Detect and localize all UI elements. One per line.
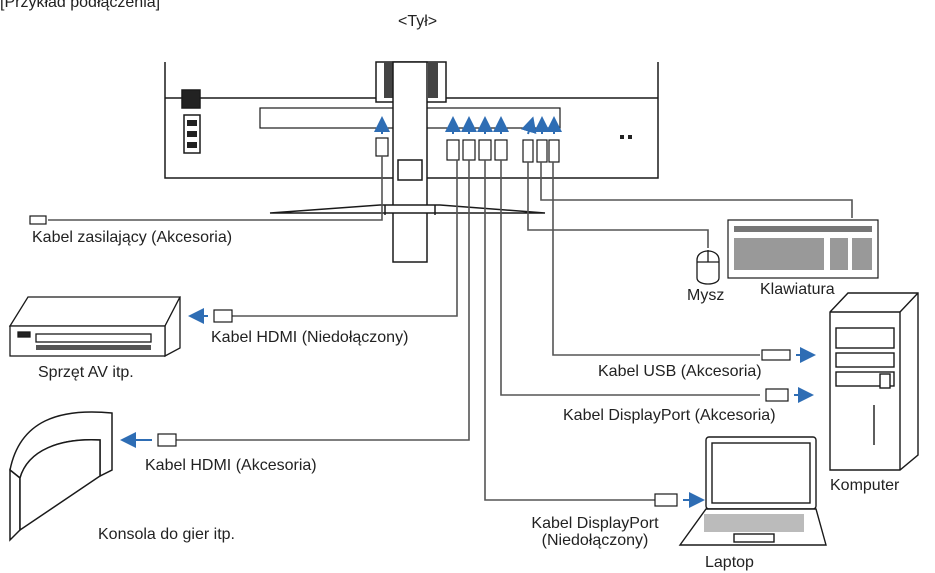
computer-label: Komputer	[830, 477, 900, 494]
computer-tower	[829, 292, 919, 471]
mouse-label: Mysz	[687, 287, 725, 304]
view-label: <Tył>	[398, 13, 438, 30]
displayport-not-included-label-line1: Kabel DisplayPort	[531, 515, 659, 532]
hdmi-not-included-label: Kabel HDMI (Niedołączony)	[211, 329, 409, 346]
displayport-not-included-label-line2: (Niedołączony)	[541, 532, 649, 549]
monitor-rear	[164, 61, 659, 263]
direction-arrows	[120, 308, 816, 508]
laptop-label: Laptop	[705, 554, 754, 571]
cable-plugs	[29, 215, 791, 507]
keyboard-label: Klawiatura	[760, 281, 835, 298]
monitor-ports	[375, 137, 560, 163]
port-arrows	[374, 116, 562, 135]
power-cable-label: Kabel zasilający (Akcesoria)	[32, 229, 233, 246]
displayport-accessory-label: Kabel DisplayPort (Akcesoria)	[563, 407, 776, 424]
game-console-device	[9, 411, 113, 542]
cables	[48, 156, 853, 501]
section-title: [Przykład podłączenia]	[0, 0, 161, 11]
laptop-device	[678, 436, 827, 546]
usb-cable-label: Kabel USB (Akcesoria)	[598, 363, 762, 380]
hdmi-accessory-label: Kabel HDMI (Akcesoria)	[145, 457, 317, 474]
av-equipment-label: Sprzęt AV itp.	[38, 364, 134, 381]
av-equipment-device	[8, 296, 182, 358]
mouse-device	[696, 250, 720, 285]
game-console-label: Konsola do gier itp.	[98, 526, 235, 543]
keyboard-device	[727, 219, 879, 279]
